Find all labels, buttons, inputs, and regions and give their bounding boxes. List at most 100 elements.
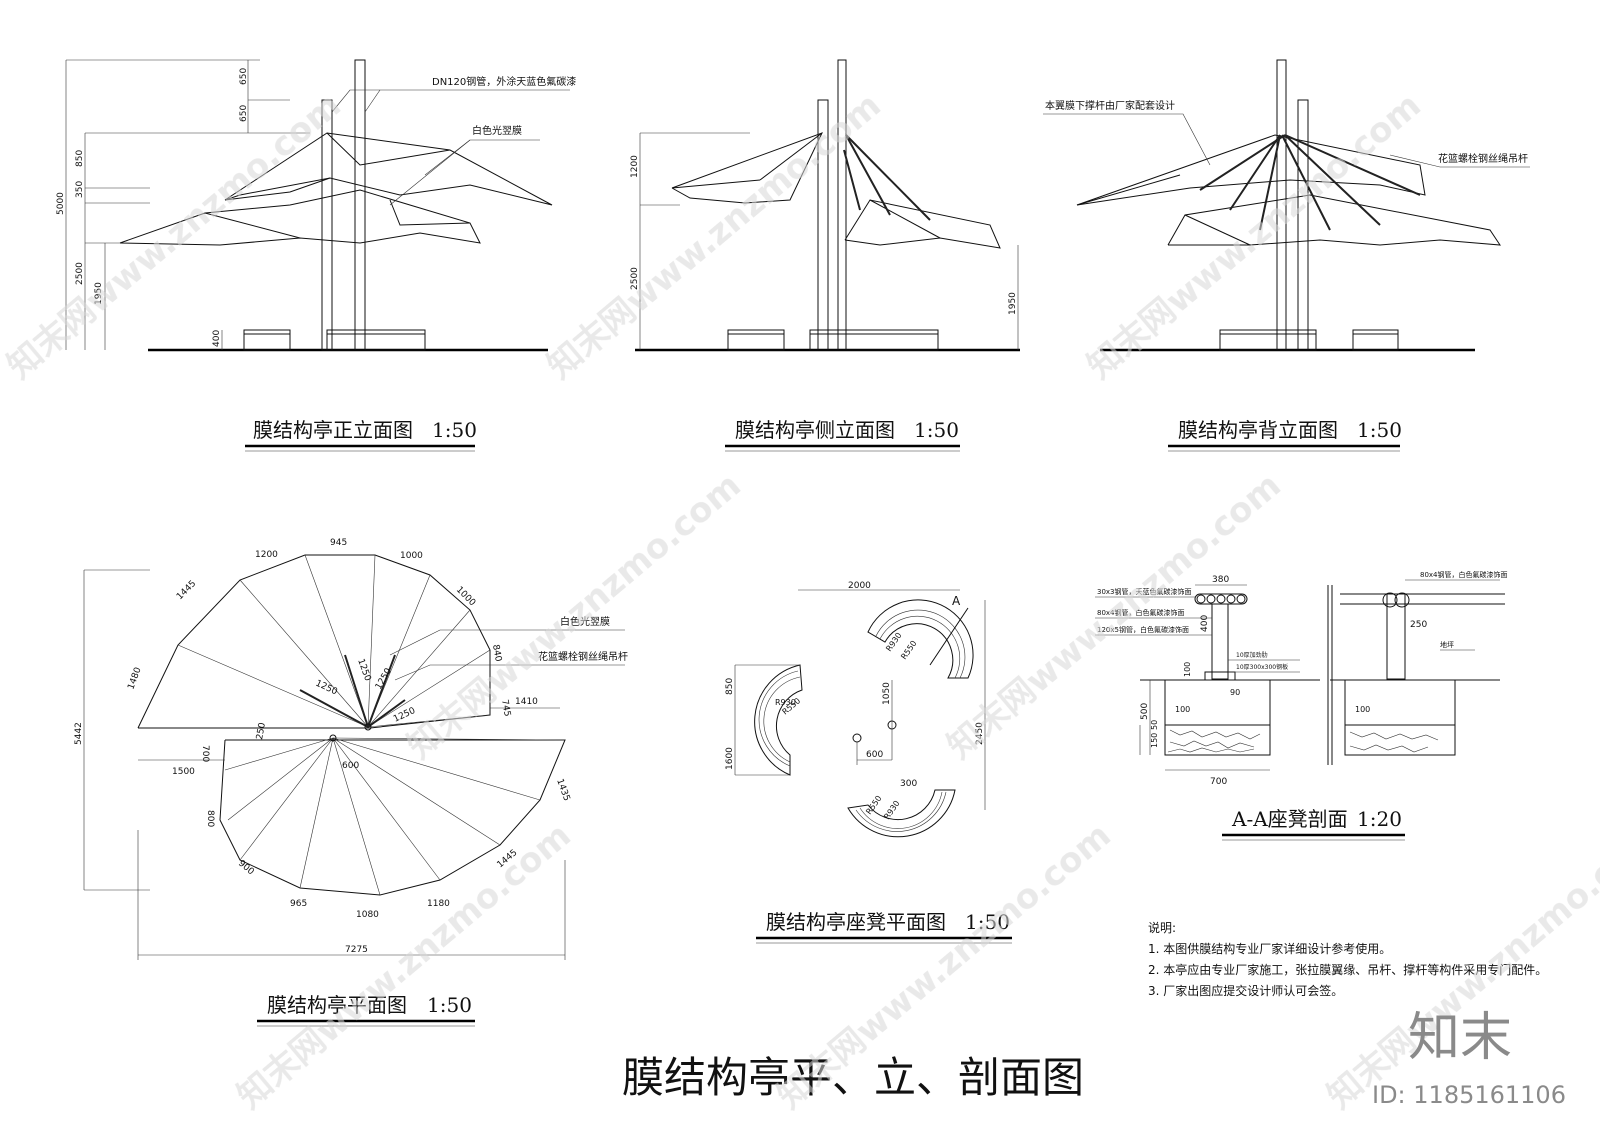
front-dim-3: 850 [75,150,85,167]
front-dim-8: 400 [212,330,222,347]
plan-dim-mid-6: 1250 [374,666,394,691]
plan-dim-top-1: 1200 [255,550,278,560]
pavilion-plan: 1200 945 1000 1000 1445 1480 840 745 141… [74,538,628,1027]
watermark-tile: 知末网www.znzmo.com [940,465,1289,767]
back-elevation: 本翼膜下撑杆由厂家配套设计 花篮螺栓钢丝绳吊杆 膜结构亭背立面图 1:50 [1043,59,1530,452]
bench-dim-3: 1600 [725,747,735,770]
section-title: A-A座凳剖面 [1231,807,1348,831]
section-note-3: 120x5钢管，白色氟碳漆饰面 [1097,625,1189,634]
notes-heading: 说明: [1148,920,1176,935]
plan-scale: 1:50 [427,993,472,1017]
watermark-brand: 知末 [1408,1008,1512,1068]
side-elevation: 1200 2500 1950 膜结构亭侧立面图 1:50 [630,59,1020,452]
front-dim-4: 350 [75,181,85,198]
plan-note-membrane: 白色光翌膜 [560,615,610,628]
plan-dim-mid-4: 1250 [314,679,339,698]
bench-dim-2: 850 [725,678,735,695]
bench-dim-11: R930 [775,698,796,707]
notes-item-2: 2. 本亭应由专业厂家施工，张拉膜翼缘、吊杆、撑杆等构件采用专门配件。 [1148,962,1547,977]
front-dim-1: 650 [239,68,249,85]
plan-dim-top-2: 945 [330,538,347,548]
section-dim-6: 100 [1175,705,1190,714]
bench-plan: A 2000 850 1600 1050 600 2450 300 R930 R… [725,581,1012,944]
front-note-pipe: DN120钢管，外涂天蓝色氟碳漆 [432,75,576,88]
back-note-cable: 花篮螺栓钢丝绳吊杆 [1438,152,1528,165]
plan-dim-mid-9: 1500 [172,767,195,777]
side-dim-1: 1200 [630,155,640,178]
bench-dim-7: 300 [900,779,917,789]
section-dim-7: 150 [1150,733,1159,748]
front-note-membrane: 白色光翌膜 [472,124,522,137]
bench-dim-9: R550 [899,639,918,661]
bench-section: 380 400 100 90 500 100 150 50 700 250 10… [1095,570,1508,841]
plan-dim-mid-3: 1410 [515,697,538,707]
section-note-5: 10厚300x300钢板 [1236,663,1288,671]
bench-dim-8: R930 [884,631,903,653]
plan-dim-top-6: 1480 [126,666,143,691]
back-note-strut: 本翼膜下撑杆由厂家配套设计 [1045,99,1175,112]
section-note-2: 80x4钢管，白色氟碳漆饰面 [1097,608,1185,617]
plan-dim-top-4: 1000 [454,585,477,608]
section-dim-9: 700 [1210,777,1227,787]
watermark-tile: 知末网www.znzmo.com [230,815,579,1117]
front-dim-7: 1950 [94,282,104,305]
side-title: 膜结构亭侧立面图 [735,418,895,442]
watermark-tile: 知末网www.znzmo.com [400,465,749,767]
plan-dim-bottom-5: 1080 [356,910,379,920]
plan-dim-bottom-6: 1180 [427,899,450,909]
watermark-tile: 知末网www.znzmo.com [1080,85,1429,387]
back-title: 膜结构亭背立面图 [1178,418,1338,442]
plan-dim-mid-8: 250 [255,722,268,741]
plan-title: 膜结构亭平面图 [267,993,407,1017]
plan-dim-mid-5: 1250 [355,658,372,683]
plan-dim-bottom-4: 965 [290,899,307,909]
side-scale: 1:50 [914,418,959,442]
section-dim-1: 380 [1212,575,1229,585]
notes-item-1: 1. 本图供膜结构专业厂家详细设计参考使用。 [1148,941,1391,956]
section-note-7: 地坪 [1440,640,1454,649]
section-scale: 1:20 [1357,807,1402,831]
front-elevation: 650 650 850 350 5000 2500 1950 400 DN120… [56,59,576,452]
plan-dim-bottom-8: 7275 [345,945,368,955]
front-dim-2: 650 [239,105,249,122]
plan-dim-bottom-1: 1435 [554,778,571,803]
front-scale: 1:50 [432,418,477,442]
bench-dim-1: 2000 [848,581,871,591]
plan-dim-mid-11: 600 [342,761,359,771]
section-dim-4: 90 [1230,688,1240,697]
general-notes: 说明: 1. 本图供膜结构专业厂家详细设计参考使用。 2. 本亭应由专业厂家施工… [1148,920,1547,998]
section-dim-5: 500 [1140,703,1150,720]
plan-dim-mid-2: 745 [499,699,512,718]
watermark-id: ID: 1185161106 [1372,1081,1566,1109]
bench-dim-4: 1050 [882,682,892,705]
bench-dim-6: 2450 [975,722,985,745]
plan-dim-top-5: 1445 [175,579,198,602]
plan-dim-mid-12: 5442 [74,722,84,745]
front-title: 膜结构亭正立面图 [253,418,413,442]
watermark-tile: 知末网www.znzmo.com [540,85,889,387]
bench-plan-title: 膜结构亭座凳平面图 [766,910,946,934]
section-note-6: 80x4钢管，白色氟碳漆饰面 [1420,570,1508,579]
plan-dim-top-3: 1000 [400,551,423,561]
bench-section-mark: A [952,594,961,608]
notes-item-3: 3. 厂家出图应提交设计师认可会签。 [1148,983,1343,998]
plan-dim-bottom-2: 800 [205,810,215,827]
bench-dim-5: 600 [866,750,883,760]
side-dim-3: 1950 [1008,292,1018,315]
section-dim-10: 250 [1410,620,1427,630]
bench-plan-scale: 1:50 [965,910,1010,934]
front-dim-5: 5000 [56,192,66,215]
plan-dim-mid-1: 840 [490,644,503,663]
side-dim-2: 2500 [630,267,640,290]
back-scale: 1:50 [1357,418,1402,442]
front-dim-6: 2500 [75,262,85,285]
plan-dim-mid-10: 700 [200,745,210,762]
section-note-4: 10厚加劲肋 [1236,651,1268,659]
plan-note-cable: 花篮螺栓钢丝绳吊杆 [538,650,628,663]
section-note-1: 30x3钢管，天蓝色氟碳漆饰面 [1097,587,1192,596]
section-dim-2: 400 [1200,615,1210,632]
bench-dim-12: R930 [882,799,901,821]
plan-dim-mid-7: 1250 [392,706,417,725]
sheet-title: 膜结构亭平、立、剖面图 [622,1053,1084,1102]
